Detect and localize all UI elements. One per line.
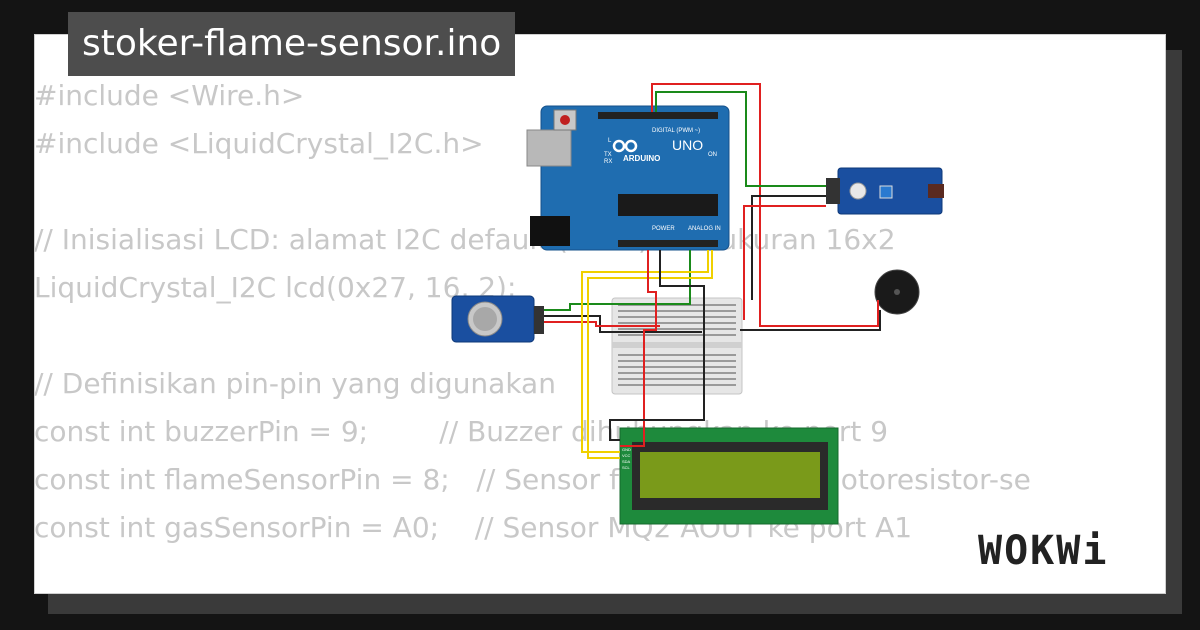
on-led-label: ON	[708, 152, 717, 158]
lcd-pin-sda: SDA	[622, 459, 631, 464]
wire-black-lcd	[609, 250, 705, 441]
wire-green-flame	[655, 91, 826, 187]
arduino-uno-board[interactable]: UNO ARDUINO DIGITAL (PWM ~) POWER ANALOG…	[526, 105, 730, 251]
wire-black-gas	[544, 315, 702, 333]
tx-led-label: TX	[604, 152, 612, 158]
project-title: stoker-flame-sensor.ino	[68, 12, 516, 76]
logo-background	[972, 530, 1152, 576]
sensor-potentiometer	[879, 185, 893, 199]
code-line-1: #include <Wire.h>	[34, 79, 305, 112]
wire-black-buzzer	[740, 310, 881, 331]
gas-sensor-mq2[interactable]	[451, 295, 544, 343]
wire-yellow-sda	[581, 250, 709, 453]
flame-photodiode	[928, 184, 944, 198]
flame-sensor-pins	[826, 178, 840, 204]
power-header-label: POWER	[652, 226, 675, 232]
lcd-pin-gnd: GND	[622, 447, 631, 452]
flame-sensor-module[interactable]	[826, 167, 944, 215]
wire-black-flame	[751, 195, 826, 300]
code-line-7: // Definisikan pin-pin yang digunakan	[34, 367, 556, 400]
analog-header-label: ANALOG IN	[688, 226, 721, 232]
digital-header	[598, 112, 718, 119]
lcd-screen	[640, 452, 820, 498]
gas-sensor-pins	[534, 306, 544, 334]
power-jack	[530, 216, 570, 246]
lcd-16x2-display[interactable]: GND VCC SDA SCL	[619, 427, 839, 525]
usb-port	[526, 129, 572, 167]
breadboard	[611, 297, 743, 395]
buzzer[interactable]	[874, 269, 920, 315]
wires	[544, 83, 881, 459]
arduino-infinity-logo	[612, 139, 638, 153]
atmega-chip	[618, 194, 718, 216]
digital-header-label: DIGITAL (PWM ~)	[652, 128, 700, 134]
wire-yellow-scl	[587, 250, 713, 459]
code-line-2: #include <LiquidCrystal_I2C.h>	[34, 127, 484, 160]
arduino-brand-label: ARDUINO	[623, 154, 660, 163]
wokwi-logo: WOKWi	[978, 528, 1109, 574]
arduino-model-label: UNO	[672, 137, 703, 153]
rx-led-label: RX	[604, 159, 612, 165]
power-analog-header	[618, 240, 718, 247]
wire-red-lcd	[620, 250, 657, 447]
wire-red-gas	[544, 321, 660, 327]
lcd-pin-vcc: VCC	[622, 453, 631, 458]
l-led-label: L	[608, 138, 612, 144]
lcd-pin-scl: SCL	[622, 465, 631, 470]
wire-red-flame-vcc	[743, 205, 826, 320]
